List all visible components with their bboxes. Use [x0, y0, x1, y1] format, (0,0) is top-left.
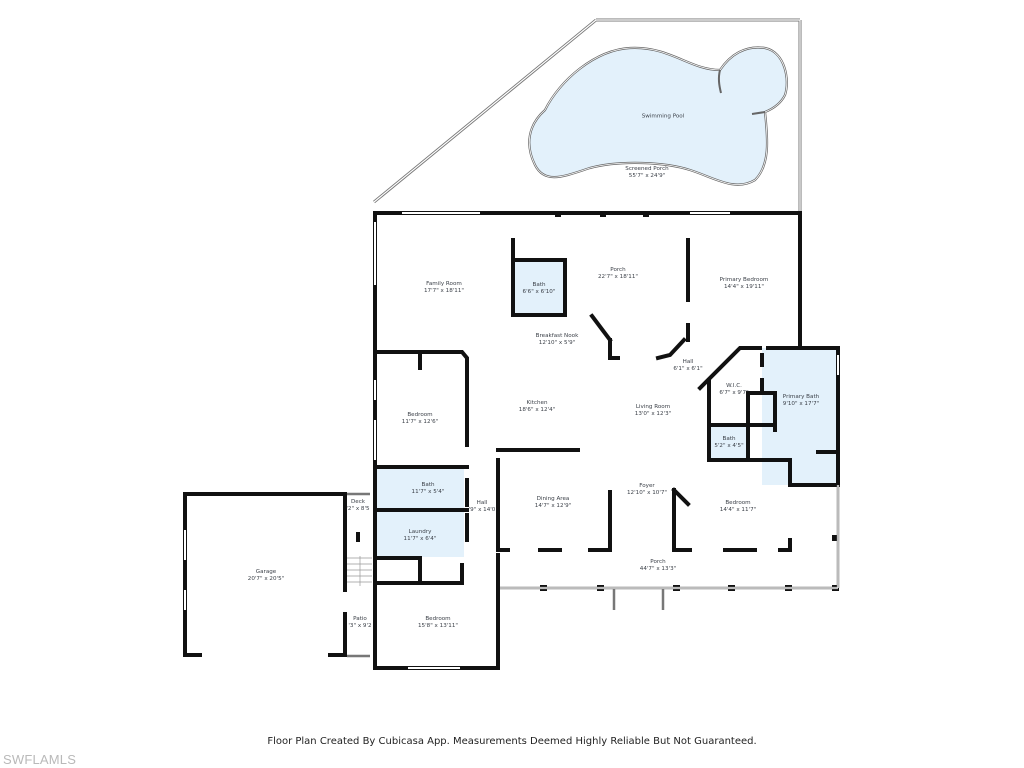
- room-name: Breakfast Nook: [535, 333, 579, 339]
- room-name: Bedroom: [725, 500, 751, 506]
- room-dimensions: 22'7" x 18'11": [597, 274, 639, 280]
- room-label-foyer: Foyer 12'10" x 10'7": [627, 483, 667, 497]
- room-label-living-room: Living Room 13'0" x 12'3": [635, 404, 671, 418]
- room-dimensions: 14'4" x 19'11": [723, 284, 765, 290]
- room-name: Dining Area: [536, 496, 570, 502]
- room-name: Kitchen: [526, 400, 548, 406]
- room-name: Porch: [650, 559, 666, 565]
- room-name: Living Room: [635, 404, 671, 410]
- room-label-garage: Garage 20'7" x 20'5": [248, 569, 284, 583]
- room-label-primary-bedroom: Primary Bedroom 14'4" x 19'11": [720, 277, 769, 291]
- room-label-hall-right: Hall 6'1" x 6'1": [673, 359, 702, 373]
- room-label-bath-small: Bath 5'2" x 4'5": [714, 436, 743, 450]
- room-name: Bedroom: [425, 616, 451, 622]
- room-dimensions: 14'4" x 11'7": [719, 507, 757, 513]
- room-dimensions: 11'7" x 5'4": [411, 489, 445, 495]
- room-name: Bath: [532, 282, 546, 288]
- room-label-bedroom-bottom: Bedroom 15'8" x 13'11": [418, 616, 458, 630]
- room-dimensions: 11'7" x 12'6": [401, 419, 439, 425]
- room-dimensions: '2" x 8'5: [346, 506, 370, 512]
- room-dimensions: 15'8" x 13'11": [417, 623, 459, 629]
- room-label-breakfast-nook: Breakfast Nook 12'10" x 5'9": [536, 333, 579, 347]
- room-name: Bath: [421, 482, 435, 488]
- room-dimensions: 6'6" x 6'10": [522, 289, 556, 295]
- room-name: Bedroom: [407, 412, 433, 418]
- room-label-kitchen: Kitchen 18'6" x 12'4": [519, 400, 555, 414]
- room-label-deck: Deck '2" x 8'5: [346, 499, 369, 513]
- room-dimensions: 11'7" x 6'4": [403, 536, 437, 542]
- room-dimensions: 6'1" x 6'1": [673, 366, 703, 372]
- room-dimensions: 18'6" x 12'4": [518, 407, 556, 413]
- windows: [184, 212, 839, 669]
- room-dimensions: 9'10" x 17'7": [782, 401, 820, 407]
- room-name: W.I.C.: [726, 383, 742, 389]
- room-dimensions: 12'10" x 10'7": [626, 490, 668, 496]
- room-dimensions: '9" x 14'0: [468, 507, 496, 513]
- room-name: Screened Porch: [625, 166, 669, 172]
- room-dimensions: 55'7" x 24'9": [628, 173, 666, 179]
- room-label-bath-upper: Bath 6'6" x 6'10": [523, 282, 556, 296]
- room-name: Patio: [353, 616, 367, 622]
- room-name: Family Room: [426, 281, 462, 287]
- room-name: Primary Bath: [782, 394, 820, 400]
- room-dimensions: 14'7" x 12'9": [534, 503, 572, 509]
- room-label-porch-lower: Porch 44'7" x 13'3": [640, 559, 676, 573]
- room-label-family-room: Family Room 17'7" x 18'11": [424, 281, 464, 295]
- room-dimensions: 20'7" x 20'5": [247, 576, 285, 582]
- room-label-primary-bath: Primary Bath 9'10" x 17'7": [783, 394, 819, 408]
- room-name: Garage: [255, 569, 277, 575]
- room-name: Porch: [610, 267, 626, 273]
- room-label-dining-area: Dining Area 14'7" x 12'9": [535, 496, 571, 510]
- room-name: Primary Bedroom: [719, 277, 769, 283]
- room-dimensions: 6'7" x 9'7": [719, 390, 749, 396]
- room-label-screened-porch: Screened Porch 55'7" x 24'9": [625, 166, 668, 180]
- room-label-patio: Patio '3" x 9'2: [348, 616, 371, 630]
- mls-watermark: SWFLAMLS: [3, 752, 77, 767]
- room-label-laundry: Laundry 11'7" x 6'4": [404, 529, 437, 543]
- wet-room-fills: [376, 260, 838, 557]
- room-name: Foyer: [639, 483, 655, 489]
- room-dimensions: 44'7" x 13'3": [639, 566, 677, 572]
- room-name: Deck: [350, 499, 366, 505]
- room-label-wic: W.I.C. 6'7" x 9'7": [719, 383, 748, 397]
- room-dimensions: 5'2" x 4'5": [714, 443, 744, 449]
- room-dimensions: 13'0" x 12'3": [634, 411, 672, 417]
- room-dimensions: '3" x 9'2: [348, 623, 372, 629]
- room-label-bedroom-left: Bedroom 11'7" x 12'6": [402, 412, 438, 426]
- disclaimer-text: Floor Plan Created By Cubicasa App. Meas…: [267, 736, 757, 747]
- room-label-swimming-pool: Swimming Pool: [642, 114, 685, 121]
- room-name: Laundry: [408, 529, 432, 535]
- room-name: Hall: [682, 359, 694, 365]
- room-label-hall-left: Hall '9" x 14'0: [469, 500, 496, 514]
- room-dimensions: 17'7" x 18'11": [423, 288, 465, 294]
- room-name: Bath: [722, 436, 736, 442]
- room-label-porch-upper: Porch 22'7" x 18'11": [598, 267, 638, 281]
- room-label-bath-left: Bath 11'7" x 5'4": [412, 482, 445, 496]
- room-label-bedroom-right: Bedroom 14'4" x 11'7": [720, 500, 756, 514]
- deck-stairs: [347, 556, 372, 586]
- room-dimensions: 12'10" x 5'9": [538, 340, 576, 346]
- room-name: Swimming Pool: [641, 113, 685, 120]
- room-name: Hall: [476, 500, 488, 506]
